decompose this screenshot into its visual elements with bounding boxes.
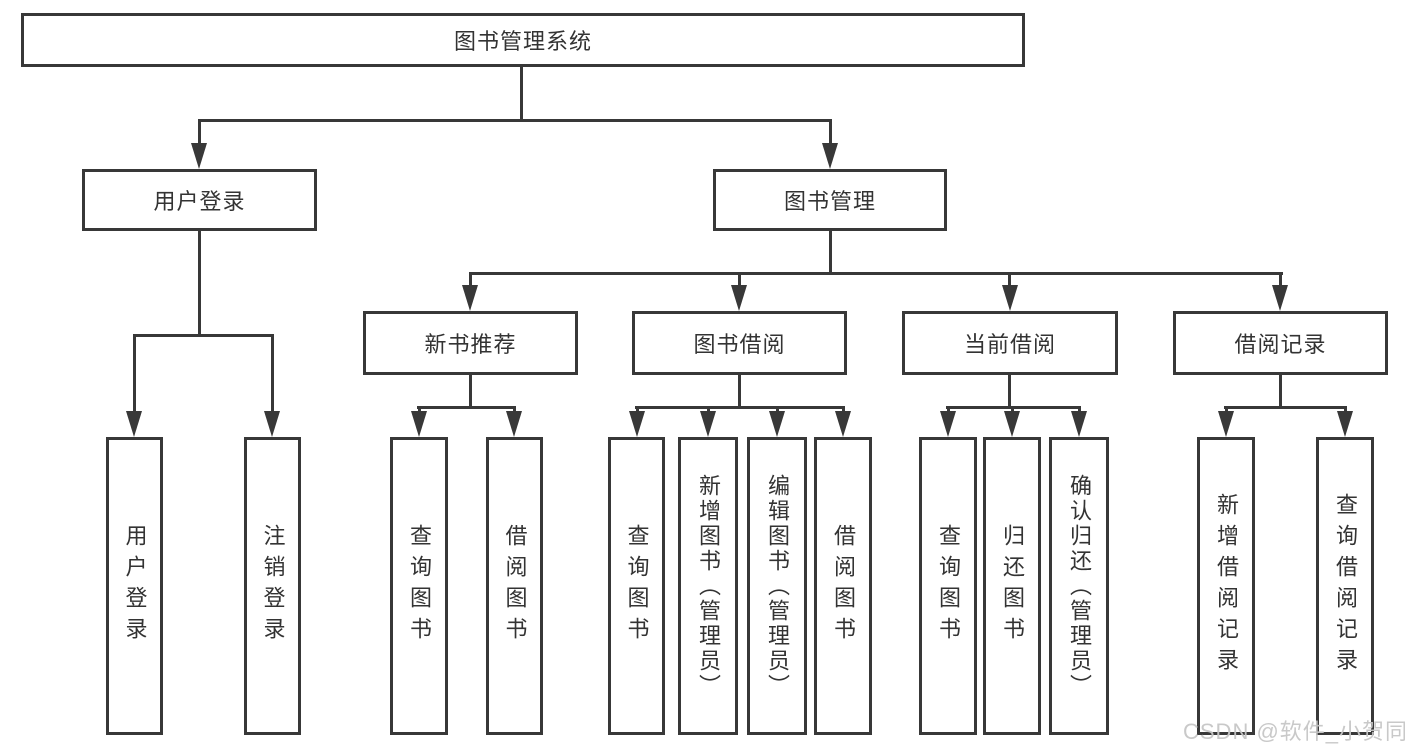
connector-line	[469, 272, 472, 288]
leaf-logout: 注销登录	[244, 437, 301, 735]
connector-line	[829, 231, 832, 275]
csdn-watermark: CSDN @软件_小贺同学	[1183, 719, 1405, 744]
node-label: 注销登录	[260, 524, 286, 648]
node-label: 新增图书（管理员）	[696, 473, 721, 699]
node-label: 借阅图书	[502, 524, 528, 648]
connector-arrow-down	[1218, 411, 1234, 437]
connector-line	[133, 334, 274, 337]
connector-line	[738, 272, 741, 288]
connector-arrow-down	[1272, 285, 1288, 311]
connector-line	[738, 375, 741, 409]
connector-arrow-down	[126, 411, 142, 437]
node-label: 新书推荐	[424, 332, 517, 357]
node-label: 借阅图书	[831, 524, 856, 648]
leaf-add-borrow-record: 新增借阅记录	[1197, 437, 1255, 735]
connector-line	[829, 119, 832, 147]
leaf-borrow-books: 借阅图书	[814, 437, 872, 735]
connector-line	[1008, 272, 1011, 288]
node-label: 用户登录	[122, 524, 148, 648]
connector-line	[1344, 406, 1347, 413]
connector-arrow-down	[264, 411, 280, 437]
node-borrow-records: 借阅记录	[1173, 311, 1388, 375]
node-label: 图书管理	[783, 189, 876, 214]
leaf-borrow-books-recommend: 借阅图书	[486, 437, 543, 735]
connector-line	[1225, 406, 1228, 413]
connector-line	[469, 272, 1283, 275]
node-label: 用户登录	[153, 189, 246, 214]
connector-arrow-down	[1337, 411, 1353, 437]
leaf-return-book: 归还图书	[983, 437, 1041, 735]
connector-arrow-down	[1002, 285, 1018, 311]
connector-line	[947, 406, 950, 413]
connector-line	[271, 334, 274, 413]
connector-line	[418, 406, 421, 413]
connector-line	[198, 231, 201, 336]
connector-line	[1011, 406, 1014, 413]
node-label: 查询图书	[936, 524, 961, 648]
leaf-query-books-recommend: 查询图书	[390, 437, 448, 735]
connector-line	[520, 67, 523, 121]
node-book-borrow: 图书借阅	[632, 311, 847, 375]
connector-line	[1279, 375, 1282, 409]
node-label: 图书借阅	[693, 332, 786, 357]
connector-line	[1008, 375, 1011, 409]
connector-line	[198, 119, 201, 147]
connector-arrow-down	[835, 411, 851, 437]
connector-arrow-down	[731, 285, 747, 311]
connector-arrow-down	[462, 285, 478, 311]
connector-line	[1078, 406, 1081, 413]
connector-arrow-down	[411, 411, 427, 437]
node-label: 编辑图书（管理员）	[765, 473, 790, 699]
node-label: 查询图书	[407, 524, 432, 648]
node-user-login: 用户登录	[82, 169, 317, 231]
connector-arrow-down	[769, 411, 785, 437]
node-current-borrow: 当前借阅	[902, 311, 1118, 375]
connector-line	[198, 119, 832, 122]
leaf-query-books-borrow: 查询图书	[608, 437, 665, 735]
connector-line	[776, 406, 779, 413]
node-label: 查询图书	[624, 524, 650, 648]
node-label: 当前借阅	[963, 332, 1056, 357]
connector-line	[636, 406, 639, 413]
leaf-edit-book-admin: 编辑图书（管理员）	[747, 437, 807, 735]
node-label: 图书管理系统	[453, 29, 592, 54]
node-label: 借阅记录	[1234, 332, 1327, 357]
connector-line	[417, 406, 516, 409]
node-new-book-recommend: 新书推荐	[363, 311, 578, 375]
connector-arrow-down	[506, 411, 522, 437]
connector-arrow-down	[1071, 411, 1087, 437]
node-label: 新增借阅记录	[1214, 493, 1239, 679]
connector-arrow-down	[1004, 411, 1020, 437]
connector-line	[1279, 272, 1282, 288]
node-book-management: 图书管理	[713, 169, 947, 231]
node-label: 确认归还（管理员）	[1067, 473, 1092, 699]
connector-line	[635, 406, 845, 409]
connector-arrow-down	[629, 411, 645, 437]
connector-arrow-down	[191, 143, 207, 169]
leaf-add-book-admin: 新增图书（管理员）	[678, 437, 738, 735]
node-library-management-system: 图书管理系统	[21, 13, 1025, 67]
node-label: 归还图书	[1000, 524, 1025, 648]
connector-arrow-down	[700, 411, 716, 437]
leaf-user-login: 用户登录	[106, 437, 163, 735]
connector-line	[707, 406, 710, 413]
connector-arrow-down	[940, 411, 956, 437]
node-label: 查询借阅记录	[1333, 493, 1358, 679]
connector-line	[842, 406, 845, 413]
connector-line	[513, 406, 516, 413]
connector-line	[469, 375, 472, 409]
connector-line	[1224, 406, 1347, 409]
leaf-query-borrow-record: 查询借阅记录	[1316, 437, 1374, 735]
leaf-query-books-current: 查询图书	[919, 437, 977, 735]
connector-line	[133, 334, 136, 413]
leaf-confirm-return-admin: 确认归还（管理员）	[1049, 437, 1109, 735]
connector-arrow-down	[822, 143, 838, 169]
